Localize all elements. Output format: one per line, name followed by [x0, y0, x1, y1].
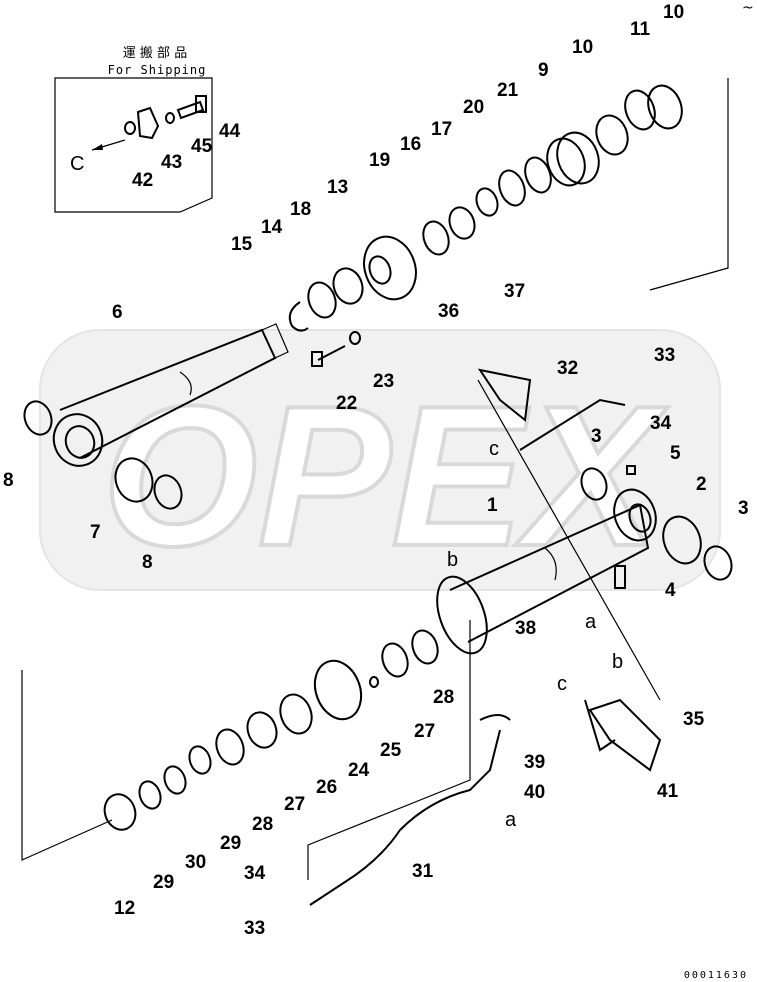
part-label-33b: 33	[244, 918, 265, 939]
part-label-9: 9	[538, 60, 549, 81]
part-label-21: 21	[497, 80, 519, 101]
part-label-33a: 33	[654, 345, 675, 366]
lower-seal-sequence	[103, 629, 439, 831]
part-label-35: 35	[683, 709, 705, 730]
part-label-7: 7	[90, 522, 101, 543]
ref-a-bottom: a	[505, 809, 517, 831]
part-label-11: 11	[630, 19, 651, 40]
piston-rod	[52, 323, 289, 467]
part-label-27a: 27	[414, 721, 435, 742]
part-label-26: 26	[316, 777, 337, 798]
part-label-8a: 8	[3, 470, 14, 491]
part-label-19: 19	[369, 150, 390, 171]
reference-letters: c b a b c a	[447, 438, 623, 831]
part-label-31: 31	[412, 861, 434, 882]
part-label-38: 38	[515, 618, 536, 639]
part-label-12: 12	[114, 898, 135, 919]
part-label-43: 43	[161, 152, 182, 173]
part-labels: 10 11 10 9 21 20 17 16 19 13 18 14 15 6 …	[3, 2, 749, 939]
part-label-24: 24	[348, 760, 370, 781]
part-label-34a: 34	[650, 413, 672, 434]
part-label-36: 36	[438, 301, 459, 322]
part-label-45: 45	[191, 136, 213, 157]
part-label-6: 6	[112, 302, 123, 323]
part-label-15: 15	[231, 234, 253, 255]
cylinder-tube	[436, 488, 657, 655]
ref-c-upper: c	[489, 438, 499, 460]
part-label-10a: 10	[663, 2, 684, 23]
part-label-29b: 29	[153, 872, 174, 893]
part-label-20: 20	[463, 97, 484, 118]
upper-seal-sequence	[288, 84, 683, 332]
part-label-4: 4	[665, 580, 676, 601]
part-label-34b: 34	[244, 863, 266, 884]
part-label-5: 5	[670, 443, 681, 464]
watermark: OPEX	[39, 329, 721, 591]
part-label-3a: 3	[591, 426, 602, 447]
part-label-8b: 8	[142, 552, 153, 573]
part-label-10b: 10	[572, 37, 593, 58]
part-label-22: 22	[336, 393, 357, 414]
part-label-14: 14	[261, 217, 283, 238]
part-label-37: 37	[504, 281, 525, 302]
watermark-text: OPEX	[102, 365, 668, 588]
part-label-39: 39	[524, 752, 545, 773]
part-label-1: 1	[487, 495, 498, 516]
ref-c-lower: c	[557, 673, 567, 695]
part-label-13: 13	[327, 177, 348, 198]
part-label-44: 44	[219, 121, 241, 142]
part-label-40: 40	[524, 782, 545, 803]
part-label-28a: 28	[433, 687, 454, 708]
part-label-2: 2	[696, 474, 707, 495]
part-label-25: 25	[380, 740, 402, 761]
ref-a-top: a	[585, 611, 597, 633]
part-label-42: 42	[132, 170, 153, 191]
part-label-16: 16	[400, 134, 421, 155]
part-label-32: 32	[557, 358, 578, 379]
part-label-27b: 27	[284, 794, 305, 815]
part-label-41: 41	[657, 781, 679, 802]
shipping-title-en: For Shipping	[108, 63, 207, 77]
part-label-23: 23	[373, 371, 394, 392]
shipping-title-jp: 運 搬 部 品	[123, 46, 187, 61]
part-label-3b: 3	[738, 498, 749, 519]
part-label-29a: 29	[220, 833, 241, 854]
ref-b-right: b	[612, 651, 623, 673]
corner-mark: ~	[742, 0, 754, 16]
part-label-30: 30	[185, 852, 206, 873]
shipping-box: 運 搬 部 品 For Shipping C	[54, 46, 213, 213]
part-label-17: 17	[431, 119, 452, 140]
shipping-letter: C	[70, 153, 84, 175]
part-label-28b: 28	[252, 814, 273, 835]
part-label-18: 18	[290, 199, 311, 220]
ref-b-left: b	[447, 549, 458, 571]
document-number: 00011630	[684, 970, 748, 981]
